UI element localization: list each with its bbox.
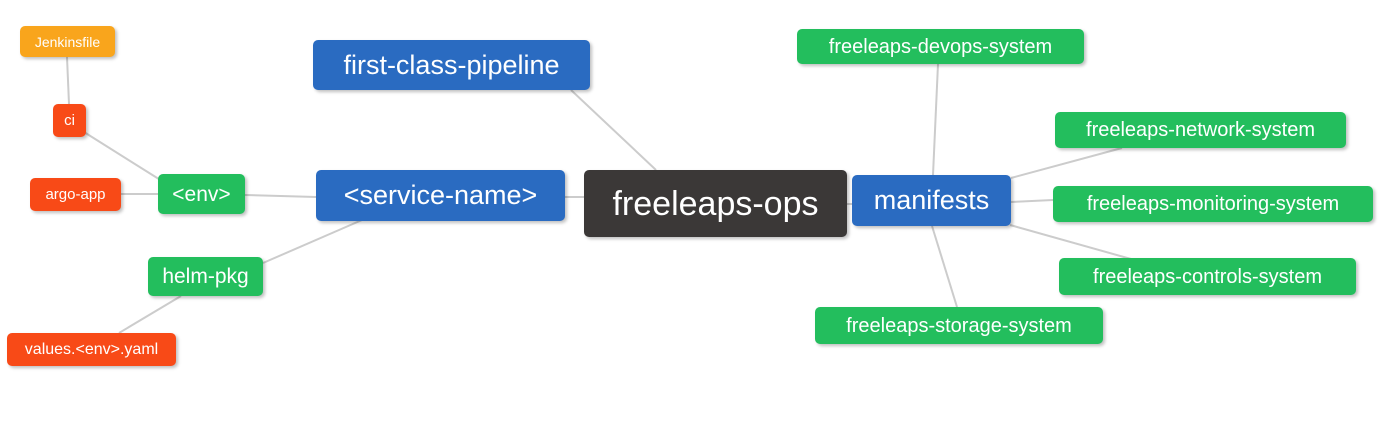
node-argo-app[interactable]: argo-app xyxy=(30,178,121,211)
node-jenkinsfile[interactable]: Jenkinsfile xyxy=(20,26,115,57)
node-service-name[interactable]: <service-name> xyxy=(316,170,565,221)
node-ci[interactable]: ci xyxy=(53,104,86,137)
edge-manifests-to-freeleaps-monitoring-system xyxy=(1010,199,1054,203)
edge-helm-pkg-to-values-env-yaml xyxy=(118,295,182,334)
node-helm-pkg[interactable]: helm-pkg xyxy=(148,257,263,296)
edge-jenkinsfile-to-ci xyxy=(66,56,70,105)
node-manifests[interactable]: manifests xyxy=(852,175,1011,226)
node-freeleaps-devops-system[interactable]: freeleaps-devops-system xyxy=(797,29,1084,64)
edge-manifests-to-freeleaps-storage-system xyxy=(931,225,958,308)
edge-ci-to-env xyxy=(83,131,163,182)
node-freeleaps-storage-system[interactable]: freeleaps-storage-system xyxy=(815,307,1103,344)
node-freeleaps-monitoring-system[interactable]: freeleaps-monitoring-system xyxy=(1053,186,1373,222)
node-freeleaps-ops[interactable]: freeleaps-ops xyxy=(584,170,847,237)
node-env[interactable]: <env> xyxy=(158,174,245,214)
node-values-env-yaml[interactable]: values.<env>.yaml xyxy=(7,333,176,366)
node-freeleaps-controls-system[interactable]: freeleaps-controls-system xyxy=(1059,258,1356,295)
edge-manifests-to-freeleaps-devops-system xyxy=(932,63,939,176)
edge-first-class-pipeline-to-freeleaps-ops xyxy=(570,89,657,171)
node-freeleaps-network-system[interactable]: freeleaps-network-system xyxy=(1055,112,1346,148)
edge-helm-pkg-to-service-name xyxy=(262,219,363,264)
edge-env-to-service-name xyxy=(244,194,317,198)
edge-manifests-to-freeleaps-network-system xyxy=(1010,147,1123,179)
edge-manifests-to-freeleaps-controls-system xyxy=(1009,224,1132,260)
node-first-class-pipeline[interactable]: first-class-pipeline xyxy=(313,40,590,90)
